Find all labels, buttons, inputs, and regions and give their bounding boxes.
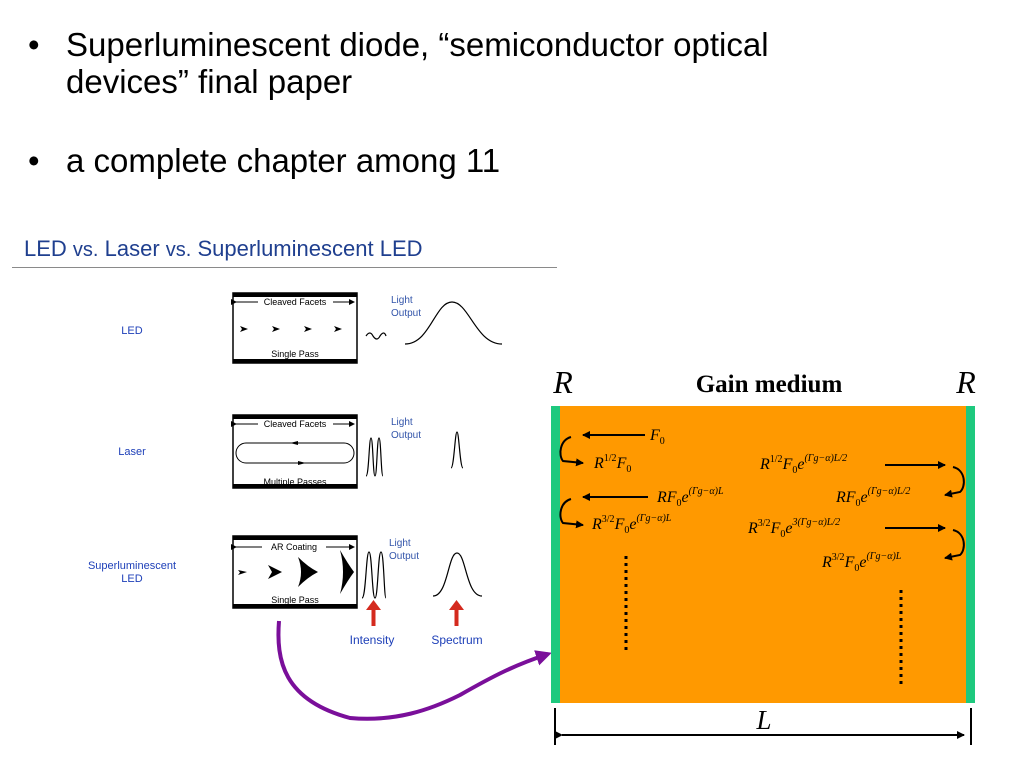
led-spectrum-curve <box>404 301 503 345</box>
title-word: vs. <box>72 239 99 261</box>
light-output-label: Light <box>391 417 413 428</box>
spectrum-marker <box>449 600 464 626</box>
light-output-label: Output <box>389 551 419 562</box>
title-word: vs. <box>165 239 192 261</box>
title-word: Laser <box>104 236 160 261</box>
title-word: Superluminescent <box>197 236 374 261</box>
right-reflectivity-label: R <box>955 364 976 400</box>
pass-label: Single Pass <box>271 349 319 359</box>
sled-spectrum-curve <box>432 552 483 597</box>
row-label-led: LED <box>121 325 143 337</box>
intensity-marker <box>366 600 381 626</box>
light-output-label: Output <box>391 430 421 441</box>
bullet-line: devices” final paper <box>66 63 353 100</box>
right-mirror <box>966 406 975 703</box>
left-mirror <box>551 406 560 703</box>
facet-label: Cleaved Facets <box>264 297 327 307</box>
light-output-label: Light <box>389 538 411 549</box>
row-label-laser: Laser <box>118 446 146 458</box>
bullet-list: • Superluminescent diode, “semiconductor… <box>28 26 1008 179</box>
facet-label: Cleaved Facets <box>264 419 327 429</box>
intensity-label: Intensity <box>350 633 395 647</box>
bullet-line: Superluminescent diode, “semiconductor o… <box>66 26 769 63</box>
bullet-dot: • <box>28 26 40 63</box>
title-word: LED <box>379 236 423 261</box>
coating-label: AR Coating <box>271 542 317 552</box>
title-rule <box>12 267 557 268</box>
sled-device: AR Coating Single Pass <box>231 535 387 609</box>
figure-title: LED vs. Laser vs. Superluminescent LED <box>24 236 423 262</box>
pass-label: Multiple Passes <box>263 477 327 487</box>
gain-medium-title: Gain medium <box>696 371 843 398</box>
light-output-label: Light <box>391 295 413 306</box>
pass-label: Single Pass <box>271 595 319 605</box>
gain-medium <box>551 406 975 703</box>
spectrum-label: Spectrum <box>431 633 482 647</box>
left-reflectivity-label: R <box>552 364 573 400</box>
bullet-item: • a complete chapter among 11 <box>28 142 1008 179</box>
bullet-dot: • <box>28 142 40 179</box>
bullet-item: • Superluminescent diode, “semiconductor… <box>28 26 1008 100</box>
laser-spectrum-curve <box>450 431 464 469</box>
row-label-sled: Superluminescent LED <box>62 560 202 586</box>
bullet-line: a complete chapter among 11 <box>66 142 501 179</box>
led-device: Cleaved Facets Single Pass <box>231 292 387 364</box>
row-label-line: LED <box>121 573 143 585</box>
light-output-label: Output <box>391 308 421 319</box>
laser-device: Cleaved Facets Multiple Passes <box>231 414 384 489</box>
connector-arrow <box>276 620 552 721</box>
length-label: L <box>755 705 771 735</box>
title-word: LED <box>24 236 67 261</box>
row-label-line: Superluminescent <box>87 560 177 572</box>
